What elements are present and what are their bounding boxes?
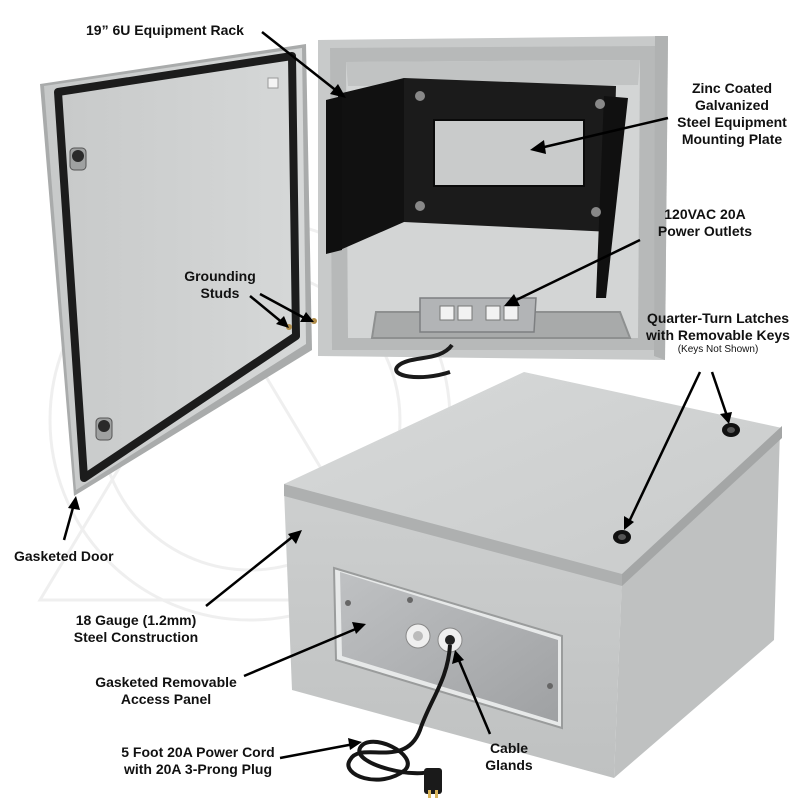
label-quarter-turn-latches: Quarter-Turn Latches with Removable Keys… — [636, 310, 800, 356]
label-mounting-plate-line3: Steel Equipment — [677, 114, 787, 130]
door-latch-upper — [69, 147, 87, 171]
label-latches-line2: with Removable Keys — [646, 327, 790, 343]
label-equipment-rack-text: 19” 6U Equipment Rack — [86, 22, 244, 38]
arrow-door — [62, 496, 80, 541]
quarter-turn-latch-rear — [722, 423, 740, 437]
power-outlet-strip — [419, 297, 537, 333]
label-latches-note: (Keys Not Shown) — [677, 344, 759, 355]
arrow-latch-front — [624, 371, 702, 530]
arrow-plate — [530, 116, 669, 154]
power-cord — [346, 644, 452, 798]
label-cable-glands: Cable Glands — [474, 740, 544, 774]
label-access-panel-line2: Access Panel — [120, 691, 212, 707]
label-power-cord: 5 Foot 20A Power Cord with 20A 3-Prong P… — [106, 744, 290, 778]
arrow-gauge — [205, 530, 302, 607]
arrow-panel — [243, 622, 366, 678]
label-access-panel: Gasketed Removable Access Panel — [84, 674, 248, 708]
label-mounting-plate-line2: Galvanized — [695, 97, 769, 113]
label-steel-construction: 18 Gauge (1.2mm) Steel Construction — [56, 612, 216, 646]
label-mounting-plate-line4: Mounting Plate — [681, 131, 783, 147]
label-gasketed-door-text: Gasketed Door — [14, 548, 114, 564]
label-grounding-studs-line2: Studs — [200, 285, 240, 301]
label-cable-glands-line1: Cable — [489, 740, 529, 756]
callout-arrows — [62, 31, 732, 760]
label-equipment-rack: 19” 6U Equipment Rack — [86, 22, 244, 39]
open-door — [40, 44, 317, 496]
arrow-grounding-2 — [259, 292, 314, 322]
arrow-grounding-1 — [249, 295, 289, 328]
arrow-glands — [452, 650, 492, 735]
arrow-rack — [261, 31, 346, 98]
label-power-cord-line2: with 20A 3-Prong Plug — [123, 761, 273, 777]
label-power-outlets-line1: 120VAC 20A — [664, 206, 746, 222]
label-cable-glands-line2: Glands — [485, 757, 533, 773]
label-power-outlets: 120VAC 20A Power Outlets — [640, 206, 770, 240]
arrow-outlets — [504, 238, 641, 306]
upper-power-cord — [394, 343, 454, 380]
label-mounting-plate: Zinc Coated Galvanized Steel Equipment M… — [664, 80, 800, 148]
label-latches-line1: Quarter-Turn Latches — [646, 310, 790, 326]
lower-enclosure — [284, 372, 782, 778]
arrow-latch-rear — [710, 371, 732, 424]
label-access-panel-line1: Gasketed Removable — [95, 674, 237, 690]
cable-glands — [405, 623, 463, 653]
label-gauge-line1: 18 Gauge (1.2mm) — [75, 612, 197, 628]
quarter-turn-latch-front — [613, 530, 631, 544]
label-mounting-plate-line1: Zinc Coated — [691, 80, 773, 96]
door-latch-lower — [95, 417, 113, 441]
label-grounding-studs-line1: Grounding — [184, 268, 256, 284]
arrow-cord — [279, 738, 362, 760]
equipment-rack — [326, 78, 628, 298]
label-gauge-line2: Steel Construction — [73, 629, 199, 645]
label-grounding-studs: Grounding Studs — [170, 268, 270, 302]
label-gasketed-door: Gasketed Door — [14, 548, 114, 565]
label-power-outlets-line2: Power Outlets — [657, 223, 753, 239]
label-power-cord-line1: 5 Foot 20A Power Cord — [121, 744, 275, 760]
